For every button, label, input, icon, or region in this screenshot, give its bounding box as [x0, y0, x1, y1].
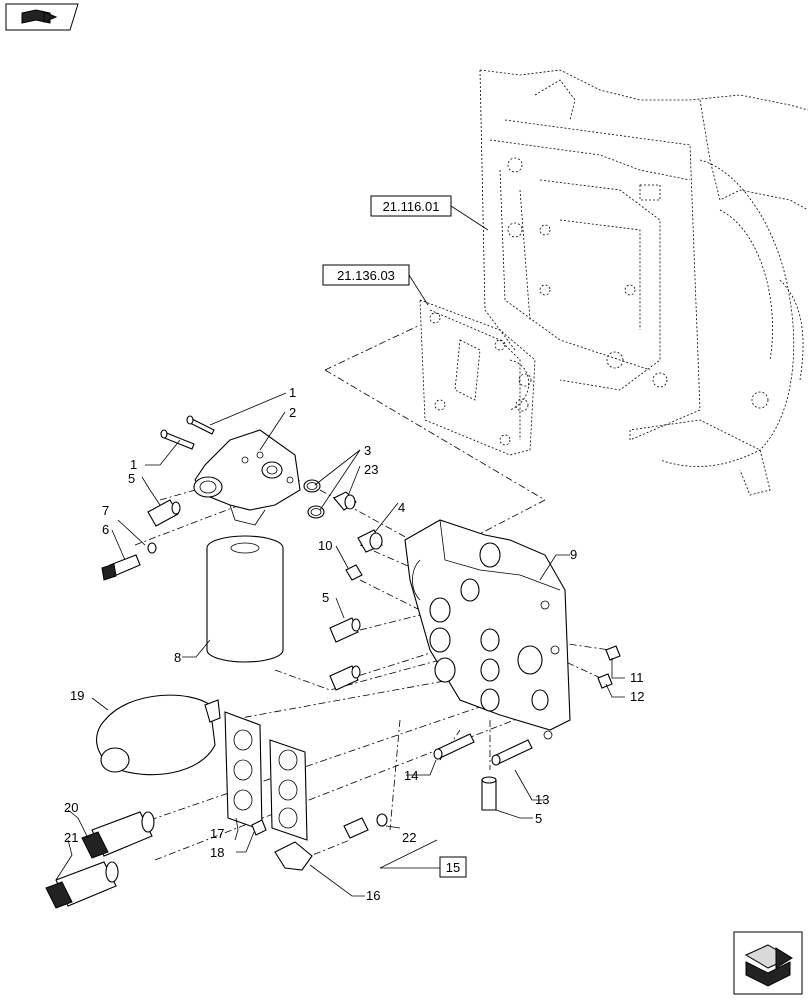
callout-12: 12: [630, 689, 644, 704]
svg-text:15: 15: [446, 860, 460, 875]
callout-22: 22: [402, 830, 416, 845]
fitting-near-22[interactable]: [343, 817, 369, 839]
callout-labels: 1 2 1 3 23 5 4 7 6 10 9 5 8 11 12 19 14 …: [64, 385, 644, 903]
callout-9: 9: [570, 547, 577, 562]
sensor-5-left[interactable]: [147, 499, 181, 527]
filter-head[interactable]: [193, 429, 301, 526]
next-page-arrow-icon[interactable]: [733, 931, 803, 995]
leader-lines: [55, 392, 625, 897]
control-valve-block[interactable]: [404, 519, 571, 740]
washer-7[interactable]: [147, 542, 157, 554]
screw-1-upper[interactable]: [186, 415, 215, 435]
callout-4: 4: [398, 500, 405, 515]
callout-6: 6: [102, 522, 109, 537]
reference-box-21-136-03[interactable]: 21.136.03: [322, 264, 429, 306]
transmission-housing: [479, 69, 808, 496]
sensor-6[interactable]: [101, 554, 141, 581]
sensor-5-lower[interactable]: [329, 665, 361, 691]
plug-10[interactable]: [345, 564, 363, 581]
callout-14: 14: [404, 768, 418, 783]
screw-1-lower[interactable]: [160, 429, 195, 450]
sensor-5-bottom[interactable]: [481, 776, 497, 811]
fitting-18[interactable]: [251, 819, 267, 836]
callout-17: 17: [210, 826, 224, 841]
gasket-left[interactable]: [224, 711, 263, 831]
o-ring-upper[interactable]: [303, 479, 321, 493]
callout-5-bottom: 5: [535, 811, 542, 826]
accumulator[interactable]: [96, 694, 221, 776]
reference-box-21-116-01[interactable]: 21.116.01: [370, 195, 489, 231]
filter-cartridge[interactable]: [206, 535, 284, 663]
callout-8: 8: [174, 650, 181, 665]
screw-13[interactable]: [491, 739, 533, 766]
plug-22[interactable]: [376, 813, 388, 827]
callout-16: 16: [366, 888, 380, 903]
callout-19: 19: [70, 688, 84, 703]
book-with-arrow-icon[interactable]: [5, 3, 79, 31]
callout-1-lower: 1: [130, 457, 137, 472]
callout-21: 21: [64, 830, 78, 845]
plug-12[interactable]: [597, 673, 613, 689]
svg-text:21.116.01: 21.116.01: [383, 199, 440, 214]
callout-18: 18: [210, 845, 224, 860]
callout-11: 11: [630, 670, 644, 685]
callout-13: 13: [535, 792, 549, 807]
callout-7: 7: [102, 503, 109, 518]
cap-16[interactable]: [274, 841, 313, 871]
callout-23: 23: [364, 462, 378, 477]
svg-text:21.136.03: 21.136.03: [337, 268, 395, 283]
callout-10: 10: [318, 538, 332, 553]
screw-14[interactable]: [433, 733, 475, 760]
fitting-4[interactable]: [357, 529, 383, 553]
callout-2: 2: [289, 405, 296, 420]
fitting-23[interactable]: [333, 491, 357, 511]
o-ring-lower[interactable]: [307, 505, 325, 519]
cover-plate: [419, 299, 536, 456]
callout-3: 3: [364, 443, 371, 458]
reference-box-15[interactable]: 15: [379, 839, 467, 878]
solenoid-21[interactable]: [45, 861, 119, 909]
callout-5-middle: 5: [322, 590, 329, 605]
sensor-5-middle[interactable]: [329, 617, 361, 643]
callout-20: 20: [64, 800, 78, 815]
solenoid-20[interactable]: [81, 811, 155, 859]
plug-11[interactable]: [605, 645, 621, 661]
callout-1-upper: 1: [289, 385, 296, 400]
gasket-right[interactable]: [269, 739, 308, 841]
callout-5-left: 5: [128, 471, 135, 486]
